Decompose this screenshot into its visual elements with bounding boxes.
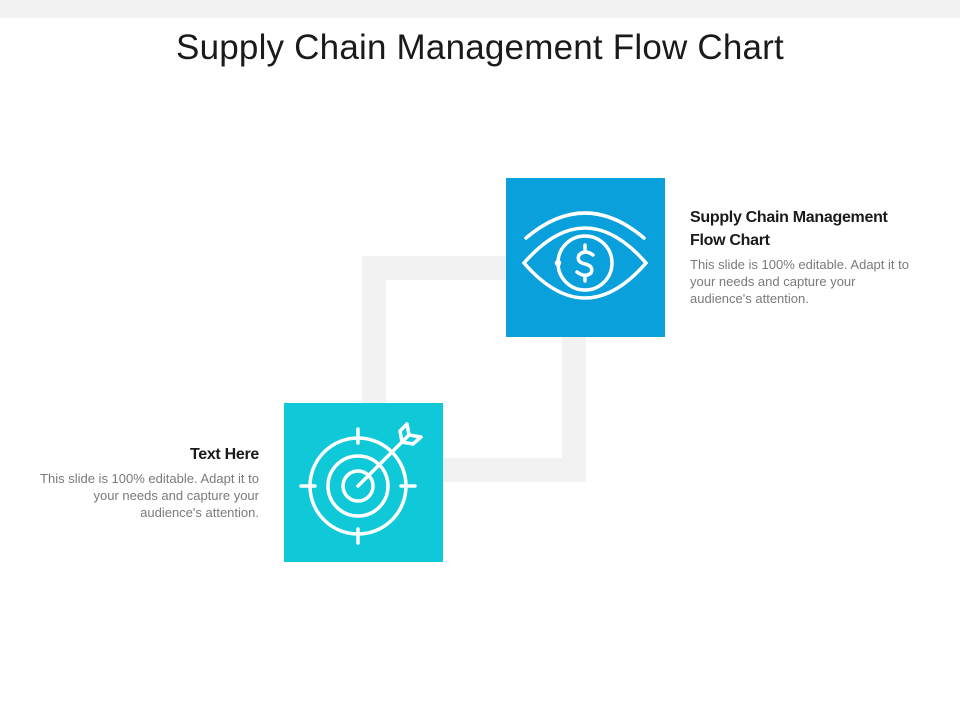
target-arrow-icon <box>299 422 423 545</box>
item-body: This slide is 100% editable. Adapt it to… <box>40 471 259 520</box>
item-body: This slide is 100% editable. Adapt it to… <box>690 257 909 306</box>
eye-tile <box>506 178 665 337</box>
item-heading: Text Here <box>189 446 259 463</box>
item-heading: Supply Chain Management Flow Chart <box>690 209 888 249</box>
target-tile <box>284 403 443 562</box>
connector-line <box>443 337 586 482</box>
slide-title: Supply Chain Management Flow Chart <box>176 28 784 67</box>
eye-dollar-icon <box>521 211 649 300</box>
item-text-left: Text Here This slide is 100% editable. A… <box>34 443 259 521</box>
connector-line <box>362 256 506 403</box>
top-band <box>0 0 960 18</box>
item-text-right: Supply Chain Management Flow Chart This … <box>690 206 915 307</box>
